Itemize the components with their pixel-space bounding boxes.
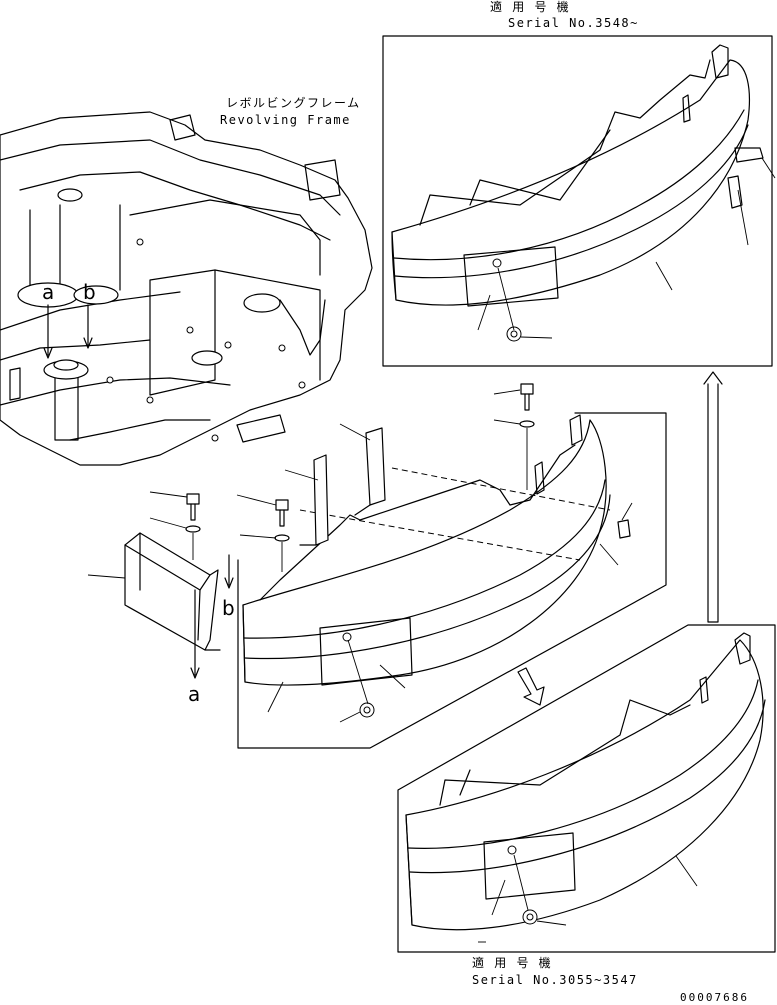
top-serial-label: Serial No.3548~ [508,16,639,30]
callout-b-upper: b [83,280,96,304]
top-detail-box [382,35,776,367]
callout-b-lower: b [222,596,235,620]
side-cover [87,491,221,679]
callout-a-upper: a [42,280,55,304]
bottom-serial-label: Serial No.3055~3547 [472,973,638,987]
upgrade-arrow [703,371,723,623]
revolving-frame [0,111,373,466]
top-applicable-label: 適 用 号 機 [490,0,571,14]
frame-jp-label: レボルビングフレーム [226,96,361,110]
bottom-applicable-label: 適 用 号 機 [472,956,553,970]
counterweight-old-bottom [405,632,766,943]
callout-a-lower: a [188,682,201,706]
frame-en-label: Revolving Frame [220,113,351,127]
bottom-detail-box [397,624,776,953]
drawing-number: 00007686 [680,991,749,1004]
counterweight-new-top [391,44,776,342]
direction-arrow [517,667,545,706]
main-assembly [224,383,667,749]
